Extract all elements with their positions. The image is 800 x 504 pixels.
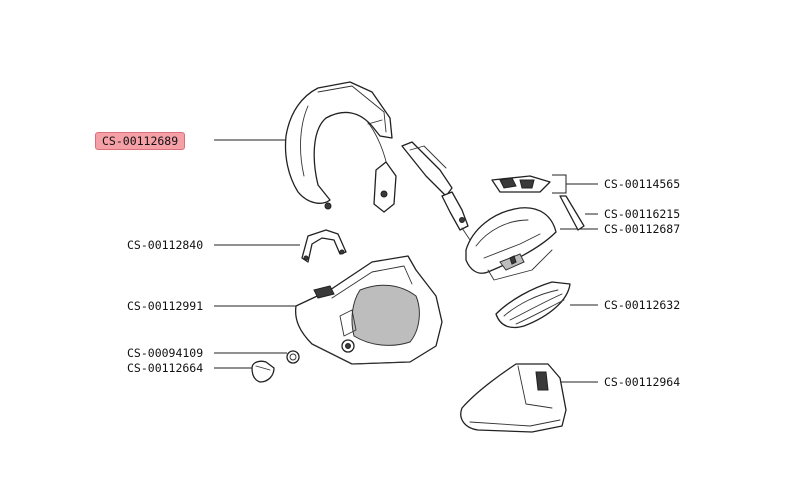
- cap-part[interactable]: [251, 360, 275, 383]
- part-label-cs-00112840[interactable]: CS-00112840: [127, 238, 204, 252]
- base-station-part[interactable]: [294, 255, 443, 365]
- iron-body-part[interactable]: [465, 207, 557, 281]
- part-label-cs-00112991[interactable]: CS-00112991: [127, 299, 204, 313]
- steam-hose-part[interactable]: [401, 141, 477, 249]
- part-label-cs-00116215[interactable]: CS-00116215: [604, 207, 681, 221]
- handle-cover-part[interactable]: [284, 81, 397, 213]
- part-label-cs-00094109[interactable]: CS-00094109: [127, 346, 204, 360]
- rod-part[interactable]: [559, 195, 585, 231]
- part-label-cs-00114565[interactable]: CS-00114565: [604, 177, 681, 191]
- bracket-cs-00114565: [552, 174, 567, 194]
- part-label-cs-00112689[interactable]: CS-00112689: [95, 132, 186, 150]
- bracket-part[interactable]: [301, 229, 347, 263]
- soleplate-part[interactable]: [495, 281, 571, 329]
- part-label-cs-00112964[interactable]: CS-00112964: [604, 375, 681, 389]
- part-label-cs-00112632[interactable]: CS-00112632: [604, 298, 681, 312]
- rear-cover-part[interactable]: [460, 363, 567, 433]
- part-label-cs-00112664[interactable]: CS-00112664: [127, 361, 204, 375]
- clip-part[interactable]: [491, 175, 551, 193]
- part-label-cs-00112687[interactable]: CS-00112687: [604, 222, 681, 236]
- seal-ring-part[interactable]: [286, 350, 300, 364]
